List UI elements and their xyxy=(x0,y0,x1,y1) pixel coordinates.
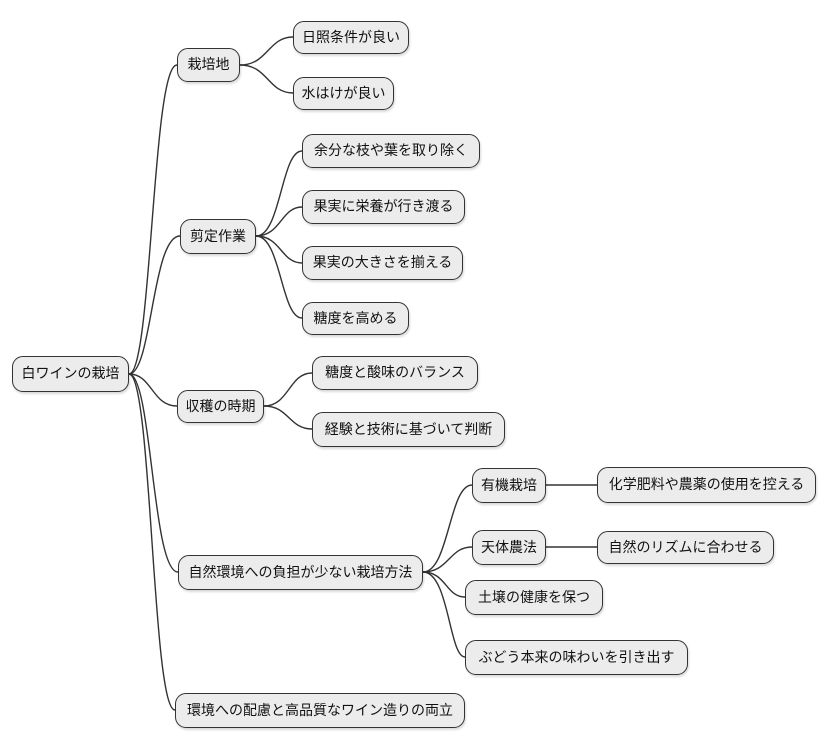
mindmap-node-eco-methods: 自然環境への負担が少ない栽培方法 xyxy=(178,555,423,590)
edge-cultivation-site-drainage xyxy=(239,64,294,94)
mindmap-node-nature-rhythm: 自然のリズムに合わせる xyxy=(597,531,774,564)
mindmap-node-grape-flavor: ぶどう本来の味わいを引き出す xyxy=(465,640,688,675)
mindmap-node-biodynamic: 天体農法 xyxy=(472,530,546,565)
edge-eco-methods-soil-health xyxy=(422,571,466,598)
edge-eco-methods-biodynamic xyxy=(422,546,473,573)
edge-root-cultivation-site xyxy=(128,64,178,375)
edge-root-balance xyxy=(128,373,176,711)
mindmap-node-pruning: 剪定作業 xyxy=(180,219,256,254)
mindmap-node-sunlight: 日照条件が良い xyxy=(293,21,409,54)
edge-root-harvest xyxy=(128,373,178,407)
mindmap-node-nutrients: 果実に栄養が行き渡る xyxy=(302,190,465,224)
mindmap-node-root: 白ワインの栽培 xyxy=(12,356,129,392)
mindmap-node-soil-health: 土壌の健康を保つ xyxy=(465,580,603,615)
mindmap-node-harvest: 収穫の時期 xyxy=(177,390,264,423)
edge-root-eco-methods xyxy=(128,373,179,573)
edge-harvest-sugar-acid xyxy=(263,372,313,407)
edge-pruning-sugar-up xyxy=(255,235,303,319)
mindmap-node-uniform-size: 果実の大きさを揃える xyxy=(302,246,463,280)
edge-eco-methods-grape-flavor xyxy=(422,571,466,658)
edge-cultivation-site-sunlight xyxy=(239,36,294,66)
edge-root-pruning xyxy=(128,235,181,375)
mindmap-node-organic: 有機栽培 xyxy=(472,468,546,503)
edge-pruning-remove-excess xyxy=(255,150,303,237)
mindmap-node-sugar-acid: 糖度と酸味のバランス xyxy=(312,356,478,390)
edge-eco-methods-organic xyxy=(422,484,473,573)
edge-pruning-nutrients xyxy=(255,206,303,237)
mindmap-node-drainage: 水はけが良い xyxy=(293,77,394,110)
mindmap-node-balance: 環境への配慮と高品質なワイン造りの両立 xyxy=(175,693,465,728)
mindmap-node-remove-excess: 余分な枝や葉を取り除く xyxy=(302,134,480,168)
mindmap-node-sugar-up: 糖度を高める xyxy=(302,302,409,335)
edge-harvest-experience xyxy=(263,405,313,430)
edge-pruning-uniform-size xyxy=(255,235,303,264)
mindmap-node-experience: 経験と技術に基づいて判断 xyxy=(312,412,505,447)
mindmap-node-cultivation-site: 栽培地 xyxy=(177,48,240,82)
mindmap-node-no-chemicals: 化学肥料や農薬の使用を控える xyxy=(597,467,816,503)
